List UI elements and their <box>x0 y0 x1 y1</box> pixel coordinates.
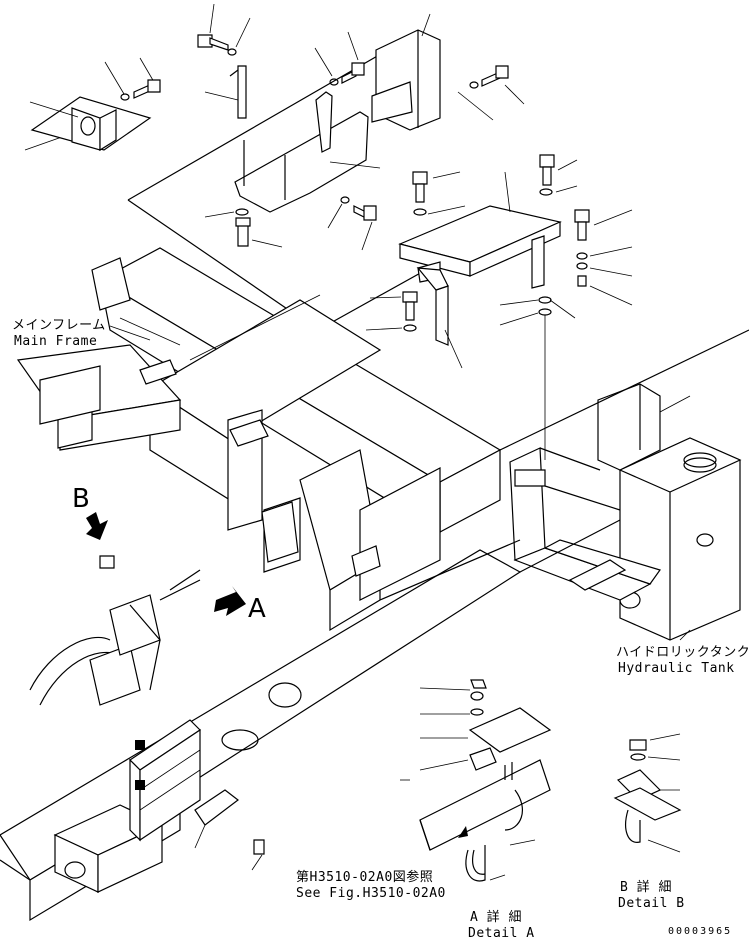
main-frame-label-jp: メインフレーム <box>12 318 106 333</box>
view-b-marker: B <box>72 484 90 514</box>
clamp-lower <box>195 790 264 870</box>
bolt-cover-upper <box>315 32 364 85</box>
bolt-cover-left <box>205 209 282 247</box>
bolt-cover-lower <box>328 197 376 250</box>
tank-mount-bracket <box>400 172 560 368</box>
detail-a-label-jp: A 詳 細 <box>470 910 522 925</box>
pump-assembly <box>30 556 200 705</box>
valve-bank <box>130 720 200 840</box>
bolt-right-4 <box>366 292 417 331</box>
bolt-top-left <box>121 80 160 100</box>
see-fig-label-jp: 第H3510-02A0図参照 <box>296 870 434 885</box>
bracket-top-left <box>30 58 154 150</box>
detail-b <box>615 734 680 852</box>
washers-right <box>500 297 575 460</box>
hydraulic-tank-label-en: Hydraulic Tank <box>618 661 735 676</box>
frame-right-edges <box>380 330 749 600</box>
view-a-marker: A <box>248 594 266 624</box>
hydraulic-tank-label-jp: ハイドロリックタンク <box>616 645 749 660</box>
box-cover <box>372 14 440 130</box>
detail-a-label-en: Detail A <box>468 926 535 941</box>
bolt-box-cover <box>458 66 524 120</box>
main-frame-label-en: Main Frame <box>14 334 98 349</box>
cover-plate <box>235 92 380 212</box>
label-leaders <box>110 326 690 640</box>
bracket-center <box>205 66 246 118</box>
bolt-right-3 <box>575 210 632 305</box>
tank-mount-frame <box>510 448 660 600</box>
bolt-top-center <box>198 4 250 55</box>
view-arrows <box>86 512 246 616</box>
detail-a <box>400 680 550 881</box>
detail-b-label-jp: B 詳 細 <box>620 880 672 895</box>
bolt-right-1 <box>413 172 465 215</box>
see-fig-label-en: See Fig.H3510-02A0 <box>296 886 446 901</box>
bolt-right-2 <box>540 155 577 195</box>
drawing-number: 00003965 <box>668 926 733 937</box>
hydraulic-tank <box>598 384 740 640</box>
detail-b-label-en: Detail B <box>618 896 685 911</box>
